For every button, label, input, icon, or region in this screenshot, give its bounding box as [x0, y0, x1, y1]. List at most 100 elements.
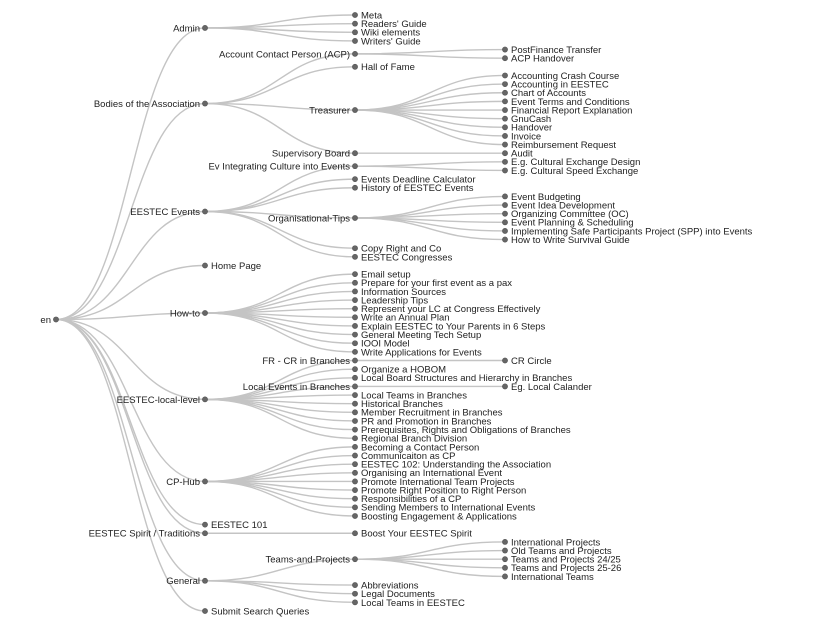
node-label[interactable]: Teams-and-Projects — [266, 555, 351, 566]
node-label[interactable]: Event Budgeting — [511, 192, 581, 203]
node-label[interactable]: Local Teams in EESTEC — [361, 598, 465, 609]
tree-node-history-of-eestec-events[interactable]: History of EESTEC Events — [352, 183, 474, 194]
node-dot[interactable] — [352, 487, 358, 493]
node-label[interactable]: EESTEC 101 — [211, 520, 268, 531]
tree-node-represent-your-lc-at-congress-effectively[interactable]: Represent your LC at Congress Effectivel… — [352, 304, 541, 315]
tree-node-home-page[interactable]: Home Page — [202, 261, 261, 272]
node-dot[interactable] — [502, 115, 508, 122]
node-dot[interactable] — [352, 495, 358, 502]
node-label[interactable]: Financial Report Explanation — [511, 105, 632, 116]
node-label[interactable]: Invoice — [511, 131, 541, 142]
node-dot[interactable] — [352, 418, 358, 424]
tree-node-treasurer[interactable]: Treasurer — [309, 105, 358, 116]
tree-node-bodies-of-the-association[interactable]: Bodies of the Association — [94, 99, 208, 110]
node-dot[interactable] — [502, 107, 508, 113]
node-label[interactable]: General Meeting Tech Setup — [361, 330, 481, 341]
node-dot[interactable] — [352, 340, 358, 347]
tree-node-eestec-spirit-traditions[interactable]: EESTEC Spirit / Traditions — [89, 529, 208, 540]
tree-node-iooi-model[interactable]: IOOI Model — [352, 339, 410, 350]
node-label[interactable]: Chart of Accounts — [511, 88, 586, 99]
node-label[interactable]: Teams and Projects 25-26 — [511, 563, 621, 574]
node-label[interactable]: Meta — [361, 10, 383, 21]
tree-node-cp-hub[interactable]: CP-Hub — [166, 477, 208, 488]
node-label[interactable]: EESTEC 102: Understanding the Associatio… — [361, 460, 551, 471]
tree-node-write-applications-for-events[interactable]: Write Applications for Events — [352, 347, 482, 358]
node-label[interactable]: Explain EESTEC to Your Parents in 6 Step… — [361, 321, 546, 332]
node-label[interactable]: Leadership Tips — [361, 295, 428, 306]
node-label[interactable]: Treasurer — [309, 105, 350, 116]
node-dot[interactable] — [502, 547, 508, 554]
node-dot[interactable] — [502, 150, 508, 157]
node-label[interactable]: Handover — [511, 123, 552, 134]
node-label[interactable]: Wiki elements — [361, 28, 420, 39]
tree-node-local-teams-in-eestec[interactable]: Local Teams in EESTEC — [352, 598, 465, 609]
node-dot[interactable] — [352, 348, 358, 355]
node-label[interactable]: How-to — [170, 308, 200, 319]
node-dot[interactable] — [502, 46, 508, 53]
node-label[interactable]: Organisational-Tips — [268, 213, 350, 224]
node-label[interactable]: Events Deadline Calculator — [361, 175, 476, 186]
node-dot[interactable] — [352, 469, 358, 476]
node-label[interactable]: PostFinance Transfer — [511, 45, 601, 56]
node-dot[interactable] — [502, 89, 508, 96]
node-dot[interactable] — [352, 288, 358, 295]
tree-node-supervisory-board[interactable]: Supervisory Board — [272, 149, 358, 160]
node-dot[interactable] — [202, 100, 208, 107]
node-label[interactable]: Sending Members to International Events — [361, 503, 536, 514]
tree-node-postfinance-transfer[interactable]: PostFinance Transfer — [502, 45, 601, 56]
node-dot[interactable] — [352, 374, 358, 381]
node-dot[interactable] — [202, 530, 208, 537]
node-label[interactable]: Teams and Projects 24/25 — [511, 555, 621, 566]
node-dot[interactable] — [352, 314, 358, 321]
node-dot[interactable] — [502, 133, 508, 139]
node-dot[interactable] — [352, 297, 358, 303]
node-dot[interactable] — [352, 271, 358, 278]
tree-node-e-g-cultural-speed-exchange[interactable]: E.g. Cultural Speed Exchange — [502, 166, 638, 177]
tree-node-organisational-tips[interactable]: Organisational-Tips — [268, 213, 358, 224]
node-label[interactable]: Organizing Committee (OC) — [511, 209, 629, 220]
tree-node-events-deadline-calculator[interactable]: Events Deadline Calculator — [352, 175, 476, 186]
tree-node-accounting-crash-course[interactable]: Accounting Crash Course — [502, 71, 619, 82]
node-dot[interactable] — [53, 316, 59, 323]
node-label[interactable]: CP-Hub — [166, 477, 200, 488]
tree-node-acp-handover[interactable]: ACP Handover — [502, 54, 574, 65]
node-dot[interactable] — [352, 50, 358, 57]
node-dot[interactable] — [502, 72, 508, 79]
node-dot[interactable] — [352, 366, 358, 373]
tree-node-writers-guide[interactable]: Writers' Guide — [352, 36, 421, 47]
node-label[interactable]: Responsibilities of a CP — [361, 494, 461, 505]
node-dot[interactable] — [502, 158, 508, 165]
tree-node-implementing-safe-participants-project-spp-into-events[interactable]: Implementing Safe Participants Project (… — [502, 226, 753, 237]
node-dot[interactable] — [502, 124, 508, 131]
node-dot[interactable] — [352, 150, 358, 157]
node-label[interactable]: CR Circle — [511, 356, 552, 367]
tree-node-eestec-events[interactable]: EESTEC Events — [130, 207, 208, 218]
node-label[interactable]: Supervisory Board — [272, 149, 350, 160]
node-dot[interactable] — [202, 208, 208, 215]
tree-node-cr-circle[interactable]: CR Circle — [502, 356, 552, 367]
node-label[interactable]: EESTEC Congresses — [361, 252, 453, 263]
node-dot[interactable] — [352, 305, 358, 312]
node-label[interactable]: Prepare for your first event as a pax — [361, 278, 512, 289]
node-dot[interactable] — [202, 478, 208, 485]
node-dot[interactable] — [352, 478, 358, 485]
node-label[interactable]: EESTEC Spirit / Traditions — [89, 529, 201, 540]
node-label[interactable]: Ev Integrating Culture into Events — [208, 162, 350, 173]
tree-node-local-events-in-branches[interactable]: Local Events in Branches — [243, 382, 358, 393]
node-label[interactable]: FR - CR in Branches — [262, 356, 350, 367]
node-dot[interactable] — [352, 253, 358, 260]
node-label[interactable]: Readers' Guide — [361, 19, 427, 30]
node-label[interactable]: Account Contact Person (ACP) — [219, 49, 350, 60]
node-label[interactable]: International Teams — [511, 572, 594, 583]
tree-node-teams-and-projects-25-26[interactable]: Teams and Projects 25-26 — [502, 563, 621, 574]
tree-node-general[interactable]: General — [166, 576, 208, 587]
node-label[interactable]: Event Planning & Scheduling — [511, 218, 634, 229]
node-dot[interactable] — [352, 400, 358, 407]
tree-node-leadership-tips[interactable]: Leadership Tips — [352, 295, 428, 306]
tree-node-write-an-annual-plan[interactable]: Write an Annual Plan — [352, 313, 450, 324]
node-label[interactable]: Event Terms and Conditions — [511, 97, 630, 108]
tree-node-event-budgeting[interactable]: Event Budgeting — [502, 192, 581, 203]
node-label[interactable]: History of EESTEC Events — [361, 183, 474, 194]
node-dot[interactable] — [502, 55, 508, 62]
node-dot[interactable] — [352, 392, 358, 398]
